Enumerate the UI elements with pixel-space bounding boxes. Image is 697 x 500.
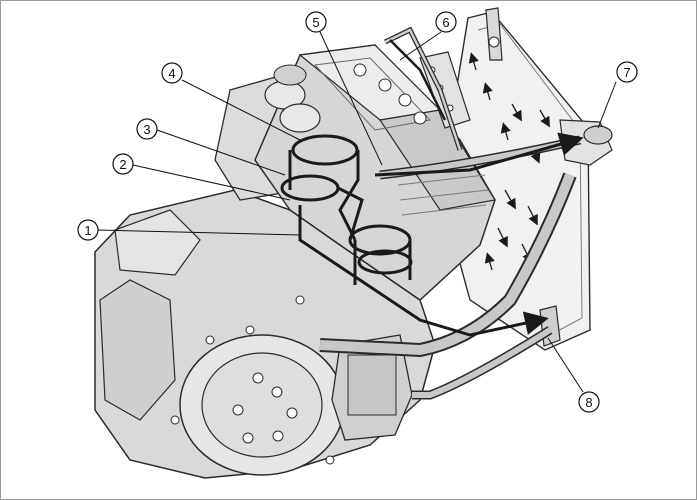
callout-5: 5 [305, 11, 327, 33]
leader-lines [97, 31, 617, 393]
callout-2: 2 [112, 153, 134, 175]
cylinder-head [214, 44, 496, 301]
callout-label: 7 [623, 65, 630, 80]
callout-label: 1 [84, 223, 91, 238]
callout-3: 3 [136, 118, 158, 140]
callout-4: 4 [161, 62, 183, 84]
callout-label: 5 [312, 15, 319, 30]
callout-label: 8 [585, 395, 592, 410]
callout-label: 6 [442, 15, 449, 30]
radiator [439, 7, 613, 351]
callout-1: 1 [77, 219, 99, 241]
callout-7: 7 [616, 61, 638, 83]
callout-label: 4 [168, 66, 175, 81]
callout-label: 3 [143, 122, 150, 137]
callout-6: 6 [435, 11, 457, 33]
coolant-flow-path [280, 39, 584, 337]
engine-block [94, 189, 436, 479]
callout-8: 8 [578, 391, 600, 413]
callout-label: 2 [119, 157, 126, 172]
